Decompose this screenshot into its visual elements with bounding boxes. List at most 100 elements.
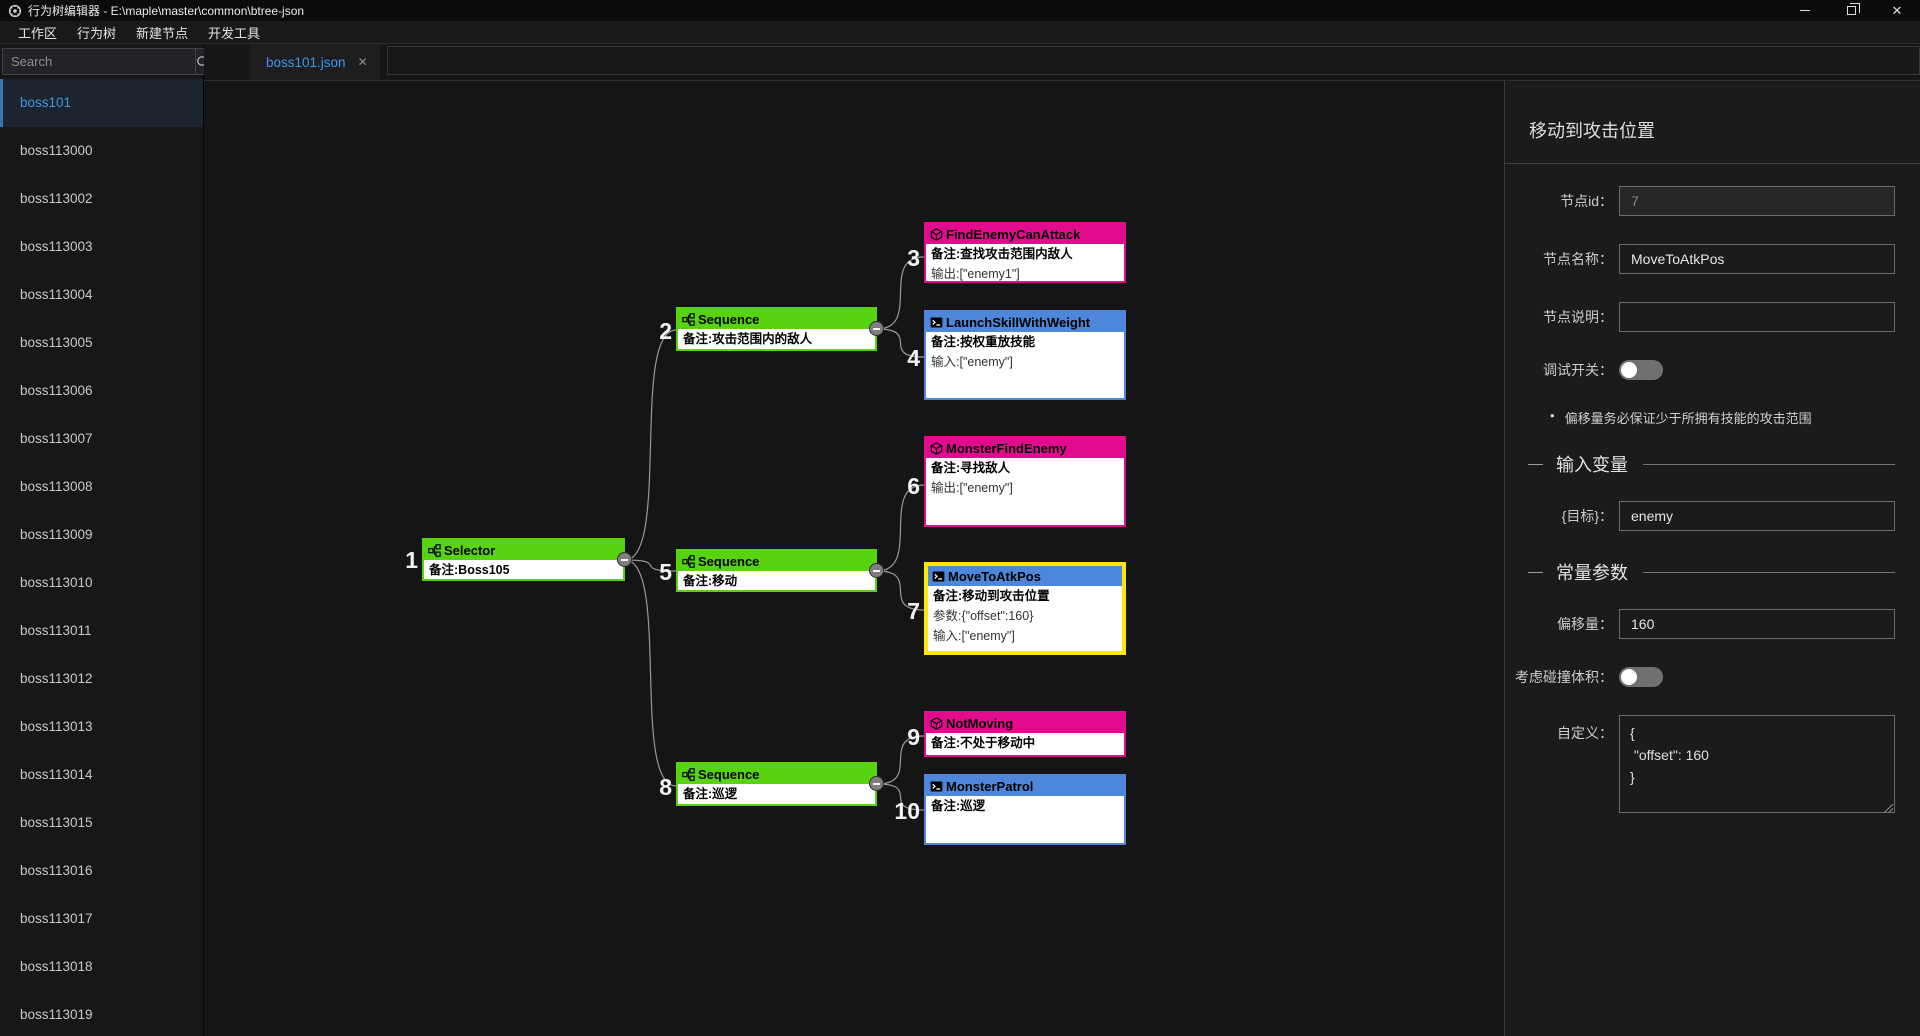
sidebar-item-boss113012[interactable]: boss113012 [20, 671, 93, 686]
menu-item-0[interactable]: 工作区 [18, 25, 58, 41]
node-title: MoveToAtkPos [948, 568, 1041, 584]
minimize-button[interactable] [1782, 0, 1828, 21]
sidebar-item-boss113015[interactable]: boss113015 [20, 815, 93, 830]
node-title: MonsterPatrol [946, 778, 1034, 794]
menu-item-3[interactable]: 开发工具 [208, 25, 261, 41]
node-line: 备注:攻击范围内的敌人 [683, 332, 813, 346]
node-desc-field[interactable] [1619, 302, 1895, 332]
node-name-field[interactable] [1619, 244, 1895, 274]
node-title: Sequence [698, 766, 760, 782]
sidebar-item-boss113011[interactable]: boss113011 [20, 623, 92, 638]
node-number-10: 10 [894, 798, 920, 824]
sidebar-item-boss113019[interactable]: boss113019 [20, 1007, 93, 1022]
node-title: NotMoving [946, 715, 1014, 731]
menu-item-1[interactable]: 行为树 [77, 25, 117, 41]
section-dash [1528, 463, 1543, 465]
title-bar: 行为树编辑器 - E:\maple\master\common\btree-js… [0, 0, 1920, 21]
collapse-toggle-2[interactable] [869, 321, 884, 336]
custom-json-field-wrap [1619, 715, 1895, 818]
sidebar-item-boss113014[interactable]: boss113014 [20, 767, 93, 782]
sidebar-item-boss113007[interactable]: boss113007 [20, 431, 93, 446]
collision-toggle-row: 考虑碰撞体积： [1505, 667, 1920, 687]
menu-item-2[interactable]: 新建节点 [136, 25, 189, 41]
node-line: 备注:查找攻击范围内敌人 [931, 247, 1073, 261]
node-line: 输出:["enemy1"] [931, 267, 1020, 281]
sidebar-item-boss113018[interactable]: boss113018 [20, 959, 93, 974]
section-input-vars: 输入变量 [1505, 451, 1920, 477]
boss-list: boss101 boss113000 boss113002 boss113003 bos… [0, 79, 203, 1036]
minus-icon [873, 327, 880, 330]
node-number-8: 8 [659, 774, 672, 800]
collapse-toggle-8[interactable] [869, 776, 884, 791]
sidebar-item-boss113016[interactable]: boss113016 [20, 863, 93, 878]
node-number-4: 4 [907, 345, 920, 371]
node-desc-field-row: 节点说明： [1505, 302, 1920, 332]
collapse-toggle-1[interactable] [617, 552, 632, 567]
cube-icon [930, 441, 943, 455]
custom-json-field-label: 自定义： [1557, 725, 1613, 741]
edge-1-5 [624, 559, 677, 572]
target-field[interactable] [1619, 501, 1895, 531]
close-button[interactable]: ✕ [1874, 0, 1920, 21]
tree-node-MonsterPatrol[interactable]: MonsterPatrol 备注:巡逻 [924, 774, 1126, 845]
node-id-field-row: 节点id： [1505, 186, 1920, 216]
tree-node-NotMoving[interactable]: NotMoving 备注:不处于移动中 [924, 711, 1126, 757]
properties-panel: 移动到攻击位置 节点id：节点名称：节点说明：调试开关：•偏移量务必保证少于所拥… [1504, 81, 1920, 1036]
sidebar-item-boss113005[interactable]: boss113005 [20, 335, 93, 350]
node-line: 输入:["enemy"] [931, 355, 1013, 369]
cube-icon [930, 716, 943, 730]
offset-hint-note: •偏移量务必保证少于所拥有技能的攻击范围 [1550, 408, 1920, 427]
sidebar-item-boss113013[interactable]: boss113013 [20, 719, 93, 734]
close-icon: ✕ [1891, 3, 1903, 18]
node-line: 备注:不处于移动中 [931, 736, 1036, 750]
restore-button[interactable] [1828, 0, 1874, 21]
tab-boss101[interactable]: boss101.json ✕ [250, 44, 380, 80]
node-id-field[interactable] [1619, 186, 1895, 216]
node-title: MonsterFindEnemy [946, 440, 1067, 456]
sidebar-item-boss113008[interactable]: boss113008 [20, 479, 93, 494]
debug-toggle[interactable] [1619, 360, 1663, 380]
section-line [1643, 463, 1895, 465]
node-line: 备注:移动到攻击位置 [933, 589, 1050, 603]
edge-layer [624, 256, 925, 811]
minus-icon [621, 558, 628, 561]
node-title: LaunchSkillWithWeight [946, 314, 1091, 330]
edge-8-10 [876, 783, 925, 811]
sidebar-item-boss113006[interactable]: boss113006 [20, 383, 93, 398]
edge-2-3 [876, 256, 925, 330]
collapse-toggle-5[interactable] [869, 563, 884, 578]
offset-field-row: 偏移量： [1505, 609, 1920, 639]
node-number-2: 2 [659, 318, 672, 344]
sidebar-item-boss113010[interactable]: boss113010 [20, 575, 93, 590]
sidebar-item-boss113004[interactable]: boss113004 [20, 287, 93, 302]
resize-grip-icon[interactable] [1884, 804, 1893, 813]
panel-body: 节点id：节点名称：节点说明：调试开关：•偏移量务必保证少于所拥有技能的攻击范围… [1505, 164, 1920, 818]
sidebar-item-boss113000[interactable]: boss113000 [20, 143, 93, 158]
subtree-icon [428, 543, 441, 557]
sidebar-item-boss113009[interactable]: boss113009 [20, 527, 93, 542]
collision-toggle[interactable] [1619, 667, 1663, 687]
sidebar-item-boss113003[interactable]: boss113003 [20, 239, 93, 254]
subtree-icon [682, 767, 695, 781]
node-line: 备注:巡逻 [931, 799, 986, 813]
offset-field[interactable] [1619, 609, 1895, 639]
edge-5-6 [876, 484, 925, 572]
sidebar-item-boss113002[interactable]: boss113002 [20, 191, 93, 206]
tab-close-icon[interactable]: ✕ [357, 55, 368, 69]
sidebar-item-boss101[interactable]: boss101 [0, 79, 203, 127]
node-number-3: 3 [907, 245, 920, 271]
search-input[interactable] [2, 48, 195, 75]
terminal-icon [930, 316, 943, 329]
sidebar-item-boss113017[interactable]: boss113017 [20, 911, 93, 926]
section-const-params: 常量参数 [1505, 559, 1920, 585]
custom-json-field[interactable] [1619, 715, 1895, 813]
